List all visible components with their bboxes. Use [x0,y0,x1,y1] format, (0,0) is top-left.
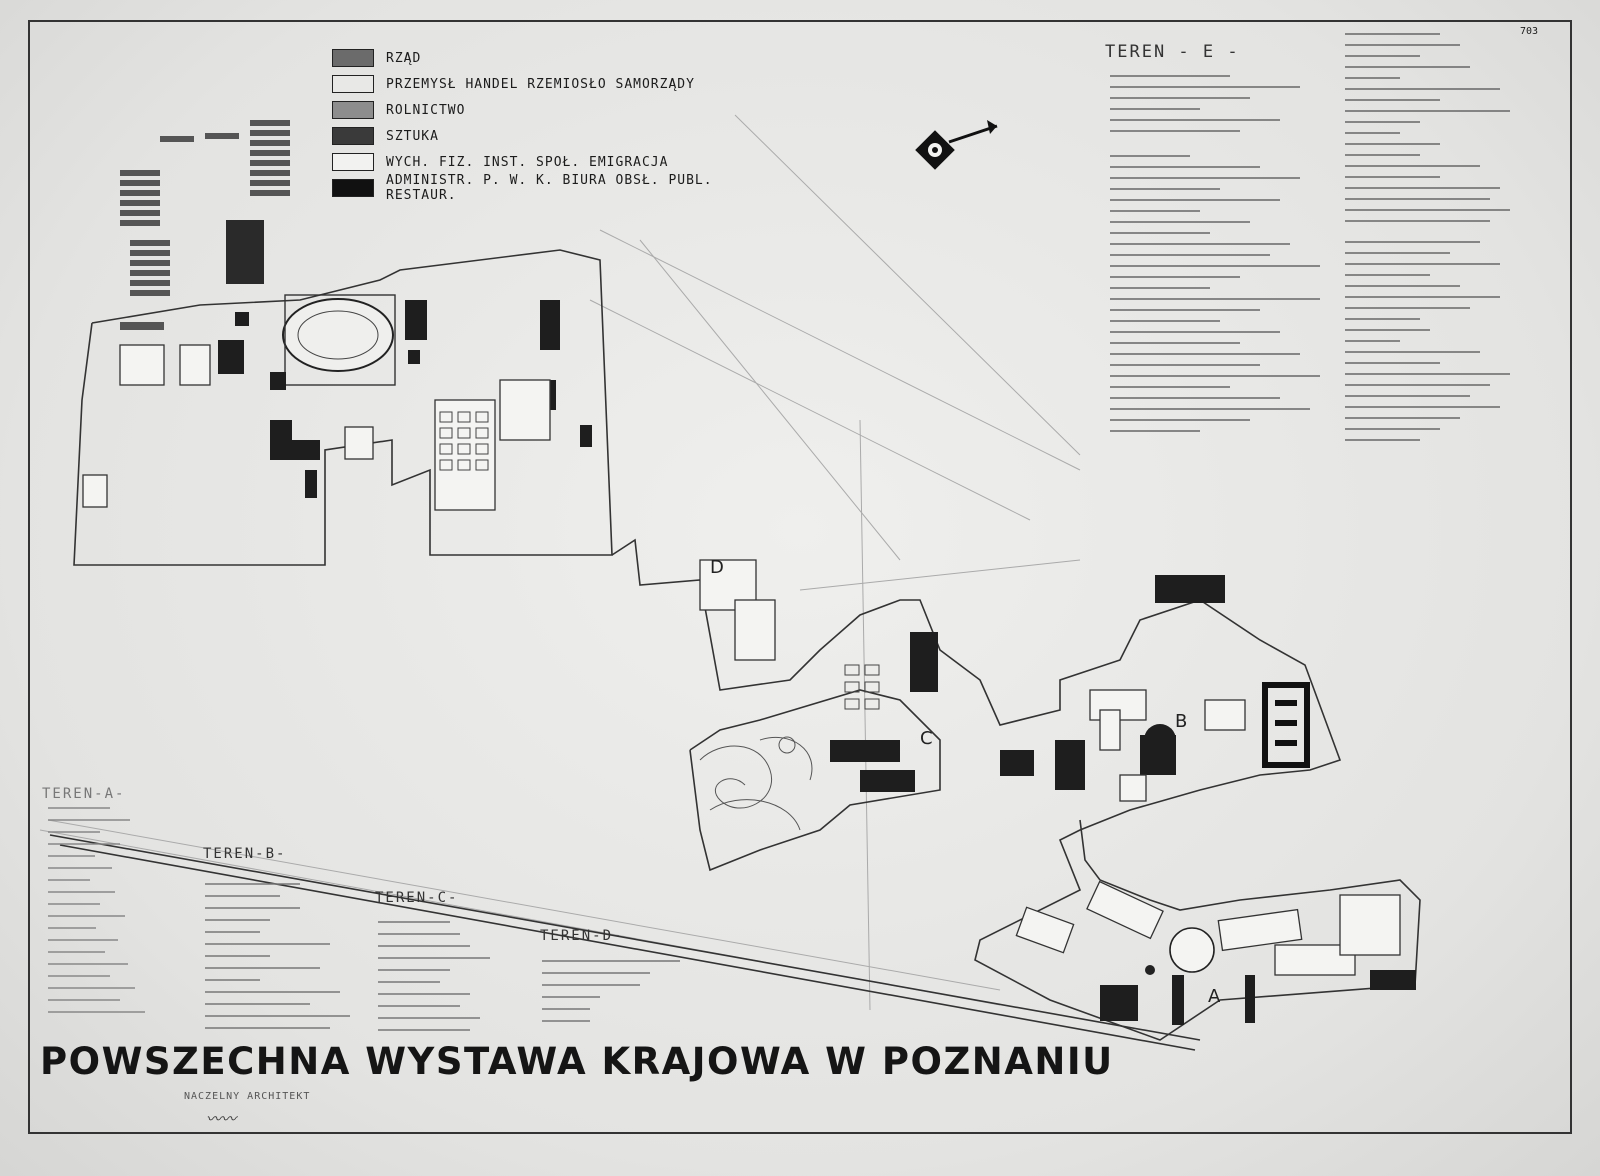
teren-b-index [205,883,350,1029]
legend-swatch [332,49,374,67]
legend-swatch [332,127,374,145]
teren-d-index [542,960,680,1022]
legend-label: ROLNICTWO [386,102,466,118]
architect-caption: NACZELNY ARCHITEKT [184,1091,311,1102]
legend-item-industry: PRZEMYSŁ HANDEL RZEMIOSŁO SAMORZĄDY [332,72,752,96]
legend-item-education: WYCH. FIZ. INST. SPOŁ. EMIGRACJA [332,150,752,174]
teren-e-heading: TEREN - E - [1105,42,1240,62]
legend-label: PRZEMYSŁ HANDEL RZEMIOSŁO SAMORZĄDY [386,76,695,92]
teren-a-index [48,807,145,1013]
teren-b-heading: TEREN-B- [203,846,287,862]
teren-c-index [378,921,490,1031]
map-letter-d: D [710,557,724,578]
legend-label: WYCH. FIZ. INST. SPOŁ. EMIGRACJA [386,154,669,170]
legend-label: ADMINISTR. P. W. K. BIURA OBSŁ. PUBL. RE… [386,173,713,203]
legend-item-agriculture: ROLNICTWO [332,98,752,122]
legend-swatch [332,153,374,171]
legend-item-government: RZĄD [332,46,752,70]
legend-swatch [332,101,374,119]
legend-item-administration: ADMINISTR. P. W. K. BIURA OBSŁ. PUBL. RE… [332,173,752,203]
teren-c-heading: TEREN-C- [375,890,459,906]
page-title: POWSZECHNA WYSTAWA KRAJOWA W POZNANIU [40,1040,1114,1083]
legend-item-art: SZTUKA [332,124,752,148]
map-letter-b: B [1175,711,1187,732]
legend-label: RZĄD [386,50,422,66]
sheet-number: 703 [1520,26,1539,37]
legend-swatch [332,179,374,197]
map-legend: RZĄD PRZEMYSŁ HANDEL RZEMIOSŁO SAMORZĄDY… [332,46,752,203]
map-letter-a: A [1208,986,1221,1007]
map-letter-c: C [920,728,933,749]
legend-label: SZTUKA [386,128,439,144]
map-frame [28,20,1572,1134]
legend-swatch [332,75,374,93]
teren-e-index [1110,33,1510,441]
teren-d-heading: TEREN-D- [540,928,624,944]
teren-a-heading: TEREN-A- [42,786,126,802]
architect-signature: 〰〰 [206,1110,237,1128]
